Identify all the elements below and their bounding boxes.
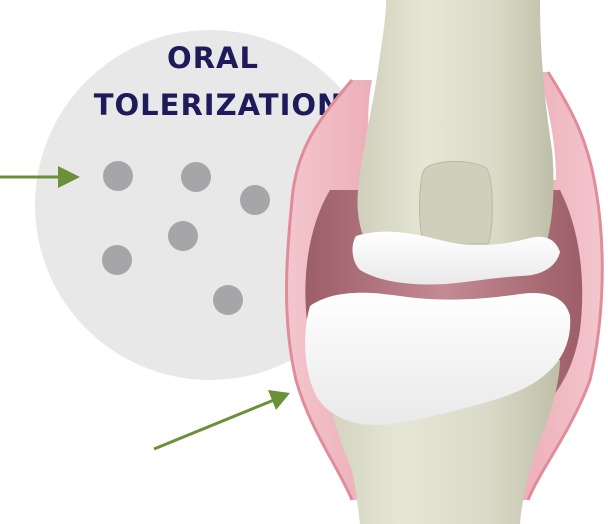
arrow-into-circle [0, 166, 80, 188]
upper-cartilage [352, 231, 560, 285]
particle-2 [181, 162, 211, 192]
femur-bone [357, 0, 554, 260]
particle-5 [102, 245, 132, 275]
capsule-rim-left [285, 79, 354, 501]
title-line-1: ORAL [167, 41, 259, 75]
particle-4 [168, 221, 198, 251]
particle-6 [213, 285, 243, 315]
particle-3 [240, 185, 270, 215]
lower-cartilage [305, 292, 571, 426]
capsule-rim-right [526, 71, 604, 501]
title-line-2: TOLERIZATION [94, 88, 343, 122]
arrow-into-joint [153, 390, 290, 451]
knee-joint-illustration [285, 0, 604, 524]
particle-group [102, 161, 270, 315]
particle-1 [103, 161, 133, 191]
femur-notch [419, 160, 493, 245]
